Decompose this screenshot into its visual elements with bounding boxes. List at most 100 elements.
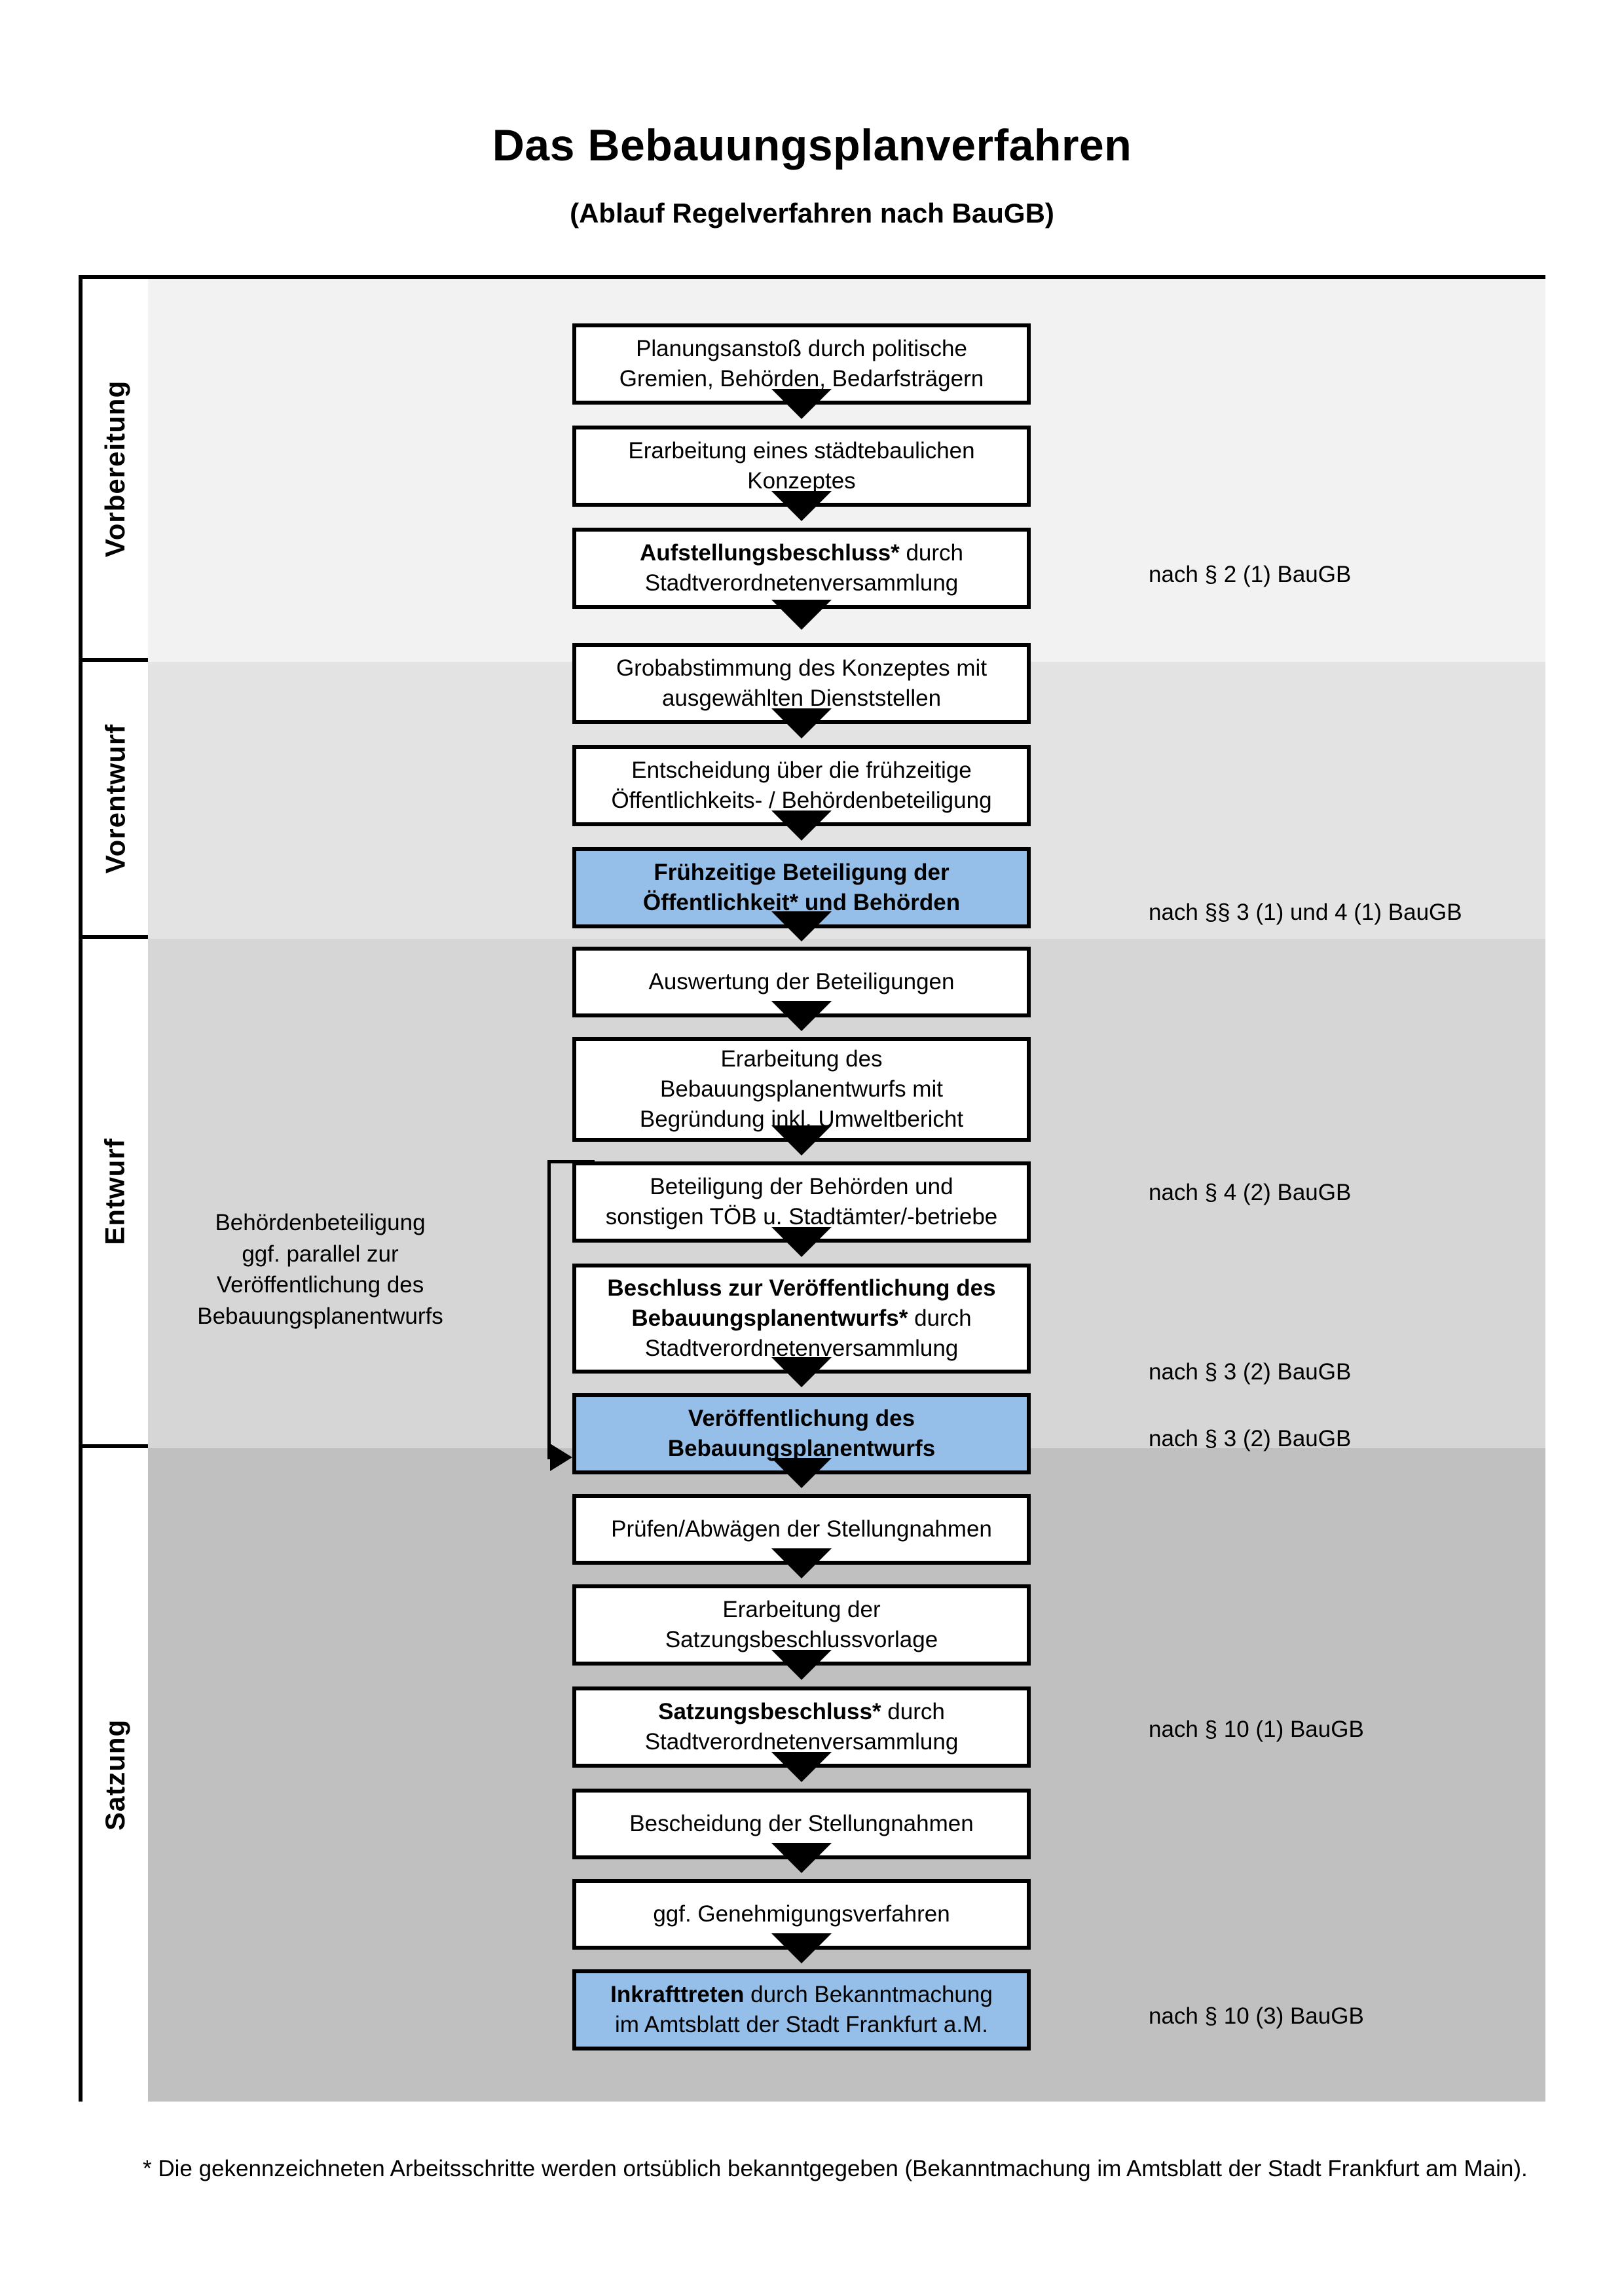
flow-arrow-down-icon — [771, 491, 832, 521]
flow-arrow-down-icon — [771, 1548, 832, 1578]
phase-label-vorbereitung: Vorbereitung — [83, 279, 148, 662]
flow-arrow-down-icon — [771, 600, 832, 630]
text-segment: im Amtsblatt der Stadt Frankfurt a.M. — [615, 2012, 988, 2037]
legal-reference-note-par10-3: nach § 10 (3) BauGB — [1149, 2003, 1364, 2029]
text-segment: Auswertung der Beteiligungen — [648, 968, 955, 994]
side-note-line: Veröffentlichung des — [216, 1272, 424, 1298]
process-box-line: Grobabstimmung des Konzeptes mit — [616, 653, 987, 683]
side-note-line: Bebauungsplanentwurfs — [197, 1303, 443, 1329]
process-box-line: Veröffentlichung des — [668, 1404, 935, 1434]
phase-label-text: Vorbereitung — [100, 380, 131, 557]
text-segment: Frühzeitige Beteiligung der — [654, 859, 950, 885]
page-title: Das Bebauungsplanverfahren — [492, 120, 1132, 170]
process-box-line: Bebauungsplanentwurfs — [668, 1434, 935, 1464]
text-segment: Satzungsbeschlussvorlage — [665, 1627, 938, 1652]
process-box-line: Erarbeitung der — [665, 1595, 938, 1625]
process-box-line: ggf. Genehmigungsverfahren — [653, 1899, 950, 1929]
phase-label-entwurf: Entwurf — [83, 939, 148, 1448]
flow-arrow-down-icon — [771, 1458, 832, 1488]
text-segment: ausgewählten Dienststellen — [661, 685, 942, 711]
bracket-connector-vertical — [547, 1160, 551, 1456]
text-segment: sonstigen TÖB u. Stadtämter/-betriebe — [605, 1204, 998, 1230]
text-segment: durch — [899, 539, 964, 566]
process-box-line: Aufstellungsbeschluss* durch — [640, 538, 963, 568]
text-segment: Öffentlichkeits- / Behördenbeteiligung — [611, 788, 992, 813]
text-segment: Erarbeitung der — [722, 1596, 881, 1622]
bracket-connector-top-segment — [547, 1160, 595, 1163]
text-segment: Entscheidung über die frühzeitige — [631, 757, 972, 783]
process-box-line: Entscheidung über die frühzeitige — [611, 756, 991, 786]
process-box-line: Öffentlichkeit* und Behörden — [643, 888, 960, 918]
process-box-line: sonstigen TÖB u. Stadtämter/-betriebe — [606, 1202, 998, 1232]
text-segment: Beschluss zur Veröffentlichung des — [607, 1275, 996, 1301]
text-segment: Öffentlichkeit* und Behörden — [642, 890, 961, 915]
legal-reference-note-par3-2a: nach § 3 (2) BauGB — [1149, 1359, 1352, 1385]
text-segment: Satzungsbeschluss* — [658, 1698, 881, 1724]
process-box-line: Inkrafttreten durch Bekanntmachung — [610, 1980, 993, 2010]
page-subtitle: (Ablauf Regelverfahren nach BauGB) — [570, 197, 1054, 228]
process-box-bescheidung-stellungnahmen: Bescheidung der Stellungnahmen — [572, 1789, 1031, 1859]
text-segment: Inkrafttreten — [610, 1981, 745, 2007]
flow-arrow-down-icon — [771, 1001, 832, 1031]
text-segment: Bebauungsplanentwurfs — [667, 1436, 936, 1461]
process-box-line: Satzungsbeschluss* durch — [645, 1697, 959, 1727]
text-segment: Stadtverordnetenversammlung — [644, 1729, 959, 1755]
flow-arrow-down-icon — [771, 389, 832, 419]
flow-arrow-down-icon — [771, 1357, 832, 1387]
flow-arrow-down-icon — [771, 708, 832, 738]
text-segment: Beteiligung der Behörden und — [650, 1173, 953, 1199]
legal-reference-note-par10-1: nach § 10 (1) BauGB — [1149, 1717, 1364, 1742]
text-segment: Bebauungsplanentwurfs* — [631, 1305, 908, 1331]
process-box-line: Auswertung der Beteiligungen — [649, 967, 955, 997]
legal-reference-note-par3-2b: nach § 3 (2) BauGB — [1149, 1426, 1352, 1451]
process-box-line: Beschluss zur Veröffentlichung des — [607, 1273, 995, 1303]
side-note-line: ggf. parallel zur — [242, 1241, 399, 1267]
process-box-line: im Amtsblatt der Stadt Frankfurt a.M. — [610, 2010, 993, 2040]
process-box-label: Bescheidung der Stellungnahmen — [629, 1809, 973, 1839]
process-box-label: ggf. Genehmigungsverfahren — [653, 1899, 950, 1929]
flow-arrow-down-icon — [771, 1933, 832, 1963]
phase-label-text: Vorentwurf — [100, 723, 130, 873]
process-box-line: Bebauungsplanentwurfs* durch — [607, 1303, 995, 1334]
process-box-label: Grobabstimmung des Konzeptes mit ausgewäh… — [616, 653, 987, 714]
flow-arrow-down-icon — [771, 1650, 832, 1680]
process-box-label: Auswertung der Beteiligungen — [649, 967, 955, 997]
flow-arrow-down-icon — [771, 1752, 832, 1782]
side-note-line: Behördenbeteiligung — [215, 1210, 426, 1235]
flow-arrow-down-icon — [771, 1227, 832, 1257]
flow-arrow-down-icon — [771, 1843, 832, 1873]
process-box-line: Konzeptes — [628, 466, 974, 496]
text-segment: Konzeptes — [747, 468, 856, 494]
process-box-label: Beteiligung der Behörden und sonstigen TÖ… — [606, 1172, 998, 1232]
text-segment: Bescheidung der Stellungnahmen — [629, 1810, 974, 1836]
phase-label-satzung: Satzung — [83, 1448, 148, 2102]
text-segment: Stadtverordnetenversammlung — [644, 1336, 959, 1362]
text-segment: Erarbeitung des — [720, 1046, 883, 1072]
phase-label-text: Satzung — [100, 1719, 131, 1831]
text-segment: Grobabstimmung des Konzeptes mit — [616, 655, 987, 681]
process-box-line: Bescheidung der Stellungnahmen — [629, 1809, 973, 1839]
text-segment: Gremien, Behörden, Bedarfsträgern — [619, 366, 984, 392]
text-segment: durch Bekanntmachung — [744, 1981, 993, 2007]
footnote: * Die gekennzeichneten Arbeitsschritte w… — [143, 2156, 1528, 2181]
text-segment: Stadtverordnetenversammlung — [644, 570, 959, 596]
process-box-label: Prüfen/Abwägen der Stellungnahmen — [611, 1514, 992, 1544]
process-box-line: Stadtverordnetenversammlung — [607, 1334, 995, 1364]
text-segment: Planungsanstoß durch politische — [636, 335, 967, 361]
legal-reference-note-par4-2: nach § 4 (2) BauGB — [1149, 1180, 1352, 1205]
process-box-line: Satzungsbeschlussvorlage — [665, 1625, 938, 1655]
